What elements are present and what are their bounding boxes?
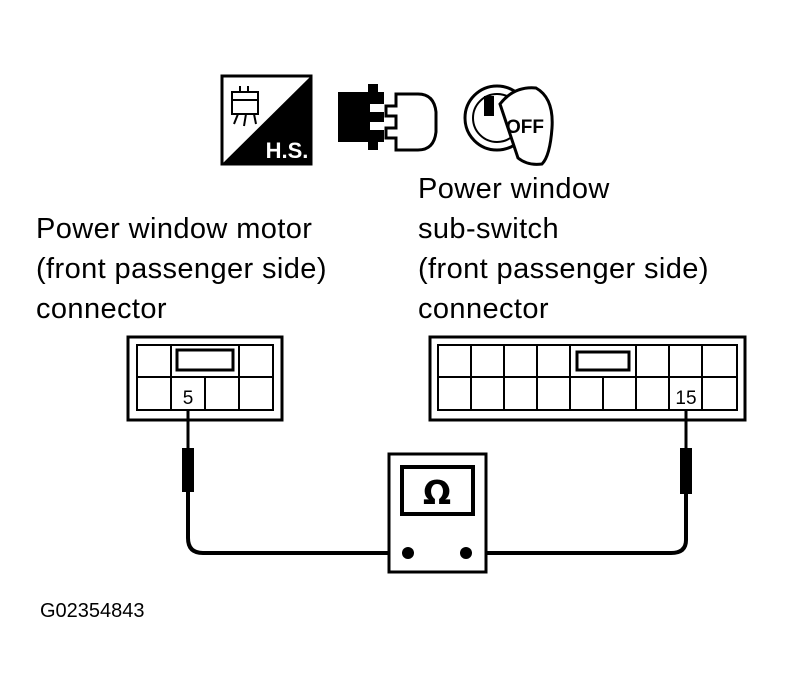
right-probe-lead xyxy=(466,410,692,555)
disconnect-connector-icon xyxy=(338,84,438,152)
ignition-off-icon: OFF xyxy=(463,84,554,166)
subswitch-terminal-number: 15 xyxy=(675,388,696,409)
left-probe-lead xyxy=(182,410,408,555)
ohm-symbol: Ω xyxy=(423,473,451,512)
motor-connector-label: Power window motor (front passenger side… xyxy=(36,213,327,325)
subswitch-connector-label: Power window sub-switch (front passenger… xyxy=(418,173,709,325)
ignition-off-label: OFF xyxy=(506,117,544,138)
motor-label-line-2: (front passenger side) xyxy=(36,253,327,285)
ohmmeter: Ω xyxy=(387,452,488,574)
harness-side-badge: H.S. xyxy=(266,138,309,163)
subswitch-label-line-4: connector xyxy=(418,293,549,325)
subswitch-label-line-2: sub-switch xyxy=(418,213,559,245)
subswitch-label-line-3: (front passenger side) xyxy=(418,253,709,285)
motor-connector xyxy=(126,335,284,422)
meter-terminal-left xyxy=(402,547,414,559)
motor-label-line-3: connector xyxy=(36,293,167,325)
motor-label-line-1: Power window motor xyxy=(36,213,312,245)
subswitch-connector xyxy=(428,335,747,422)
subswitch-label-line-1: Power window xyxy=(418,173,610,205)
harness-side-icon: H.S. xyxy=(220,74,313,166)
motor-terminal-number: 5 xyxy=(183,388,194,409)
meter-terminal-right xyxy=(460,547,472,559)
figure-code: G02354843 xyxy=(40,600,145,622)
